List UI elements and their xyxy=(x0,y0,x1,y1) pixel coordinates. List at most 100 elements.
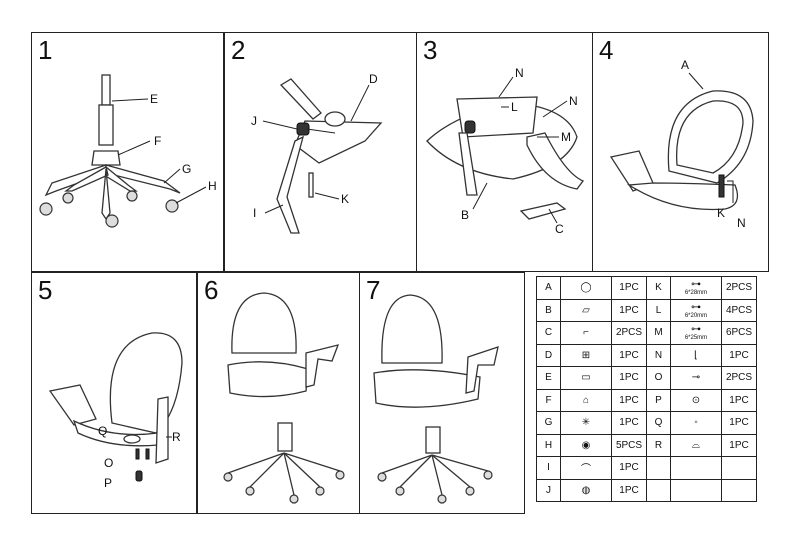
part-letter: G xyxy=(536,411,561,435)
knob-p xyxy=(135,470,143,482)
caster-icon: ◉ xyxy=(560,433,612,457)
seat xyxy=(227,361,309,398)
step-3-panel: 3 N L N M B C xyxy=(416,32,593,272)
label-n2: N xyxy=(569,94,578,108)
part-qty: 1PC xyxy=(721,411,757,435)
back-cover-icon: ⌓ xyxy=(692,439,700,451)
part-qty: 2PCS xyxy=(721,276,757,300)
washer xyxy=(123,434,141,444)
part-letter: O xyxy=(646,366,671,390)
gas-lift xyxy=(425,426,441,454)
screw-icon: ⊸ xyxy=(691,372,701,384)
bolt-icon: ⊶ xyxy=(691,324,701,336)
part-letter: D xyxy=(536,343,561,367)
star-base xyxy=(44,164,181,221)
step-number: 3 xyxy=(423,35,438,65)
caster-icon: ◉ xyxy=(581,439,591,451)
step-number: 5 xyxy=(38,275,53,305)
label-d: D xyxy=(369,72,378,86)
mechanism-hub xyxy=(324,111,346,127)
screw-icon: ⊸ xyxy=(670,366,722,390)
tension-knob xyxy=(464,120,476,134)
label-n: N xyxy=(737,216,746,230)
allen-key xyxy=(727,180,734,203)
base-cover-icon: ⌂ xyxy=(560,388,612,412)
base-cover xyxy=(91,150,121,166)
backrest-mesh xyxy=(675,100,744,174)
label-n: N xyxy=(515,66,524,80)
part-qty: 2PCS xyxy=(721,366,757,390)
part-letter: B xyxy=(536,298,561,322)
star-base-icon: ✳ xyxy=(581,417,591,429)
part-letter: F xyxy=(536,388,561,412)
part-qty: 1PC xyxy=(611,366,647,390)
screw-o2 xyxy=(145,448,150,460)
step-2-panel: 2 D J I K xyxy=(224,32,417,272)
backrest-icon: ◯ xyxy=(580,282,592,294)
part-letter: I xyxy=(536,456,561,480)
step-number: 4 xyxy=(599,35,614,65)
allen-key-icon: ⌊ xyxy=(694,349,698,361)
base-cover-icon: ⌂ xyxy=(582,394,590,406)
backrest xyxy=(231,292,297,354)
part-qty: 1PC xyxy=(611,343,647,367)
step-7-diagram xyxy=(373,294,499,504)
part-letter: J xyxy=(536,478,561,502)
bolt-icon: ⊶ xyxy=(691,279,701,291)
knob-bolt-icon: ◍ xyxy=(581,484,591,496)
gas-lift-body xyxy=(98,104,114,146)
back-bar xyxy=(276,135,304,234)
step-6-panel: 6 xyxy=(197,272,361,514)
part-letter: H xyxy=(536,433,561,457)
parts-row: I ⌒ 1PC xyxy=(536,456,757,480)
back-bar-icon: ⌒ xyxy=(560,456,612,480)
part-qty: 1PC xyxy=(611,298,647,322)
step-1-panel: 1 E F G H xyxy=(31,32,224,272)
part-qty: 1PC xyxy=(611,456,647,480)
part-size: 6*20mm xyxy=(684,312,708,319)
mechanism-lever xyxy=(279,78,322,120)
step-4-panel: 4 A K N xyxy=(592,32,769,272)
part-qty: 4PCS xyxy=(721,298,757,322)
step-7-panel: 7 xyxy=(359,272,525,514)
part-qty: 1PC xyxy=(721,388,757,412)
back-cover-icon: ⌓ xyxy=(670,433,722,457)
step-number: 1 xyxy=(38,35,53,65)
step-3-diagram: N L N M B C xyxy=(426,66,585,236)
bolt-icon: ⊶6*20mm xyxy=(670,298,722,322)
part-letter: C xyxy=(536,321,561,345)
part-qty: 6PCS xyxy=(721,321,757,345)
label-b: B xyxy=(461,208,469,222)
label-a: A xyxy=(681,58,689,72)
back-bar-icon: ⌒ xyxy=(581,464,591,476)
armrest-right xyxy=(465,346,499,394)
armrest-right xyxy=(305,344,340,388)
part-qty: 1PC xyxy=(611,388,647,412)
armrest-foot xyxy=(519,202,567,220)
gas-lift-icon: ▭ xyxy=(560,366,612,390)
armrest-icon: ⌐ xyxy=(583,327,589,339)
label-j: J xyxy=(251,114,257,128)
part-letter: E xyxy=(536,366,561,390)
step-1-diagram: E F G H xyxy=(39,74,217,228)
part-size: 6*28mm xyxy=(684,290,708,297)
label-f: F xyxy=(154,134,161,148)
mechanism xyxy=(456,96,538,138)
seat-icon: ▱ xyxy=(582,304,590,316)
seat xyxy=(373,369,481,408)
part-letter: Q xyxy=(646,411,671,435)
label-l: L xyxy=(511,100,518,114)
step-6-diagram xyxy=(223,292,345,504)
knob-bolt-icon: ◍ xyxy=(560,478,612,502)
washer-icon: ◦ xyxy=(670,411,722,435)
label-g: G xyxy=(182,162,191,176)
part-letter: A xyxy=(536,276,561,300)
bolt-icon: ⊶ xyxy=(691,301,701,313)
